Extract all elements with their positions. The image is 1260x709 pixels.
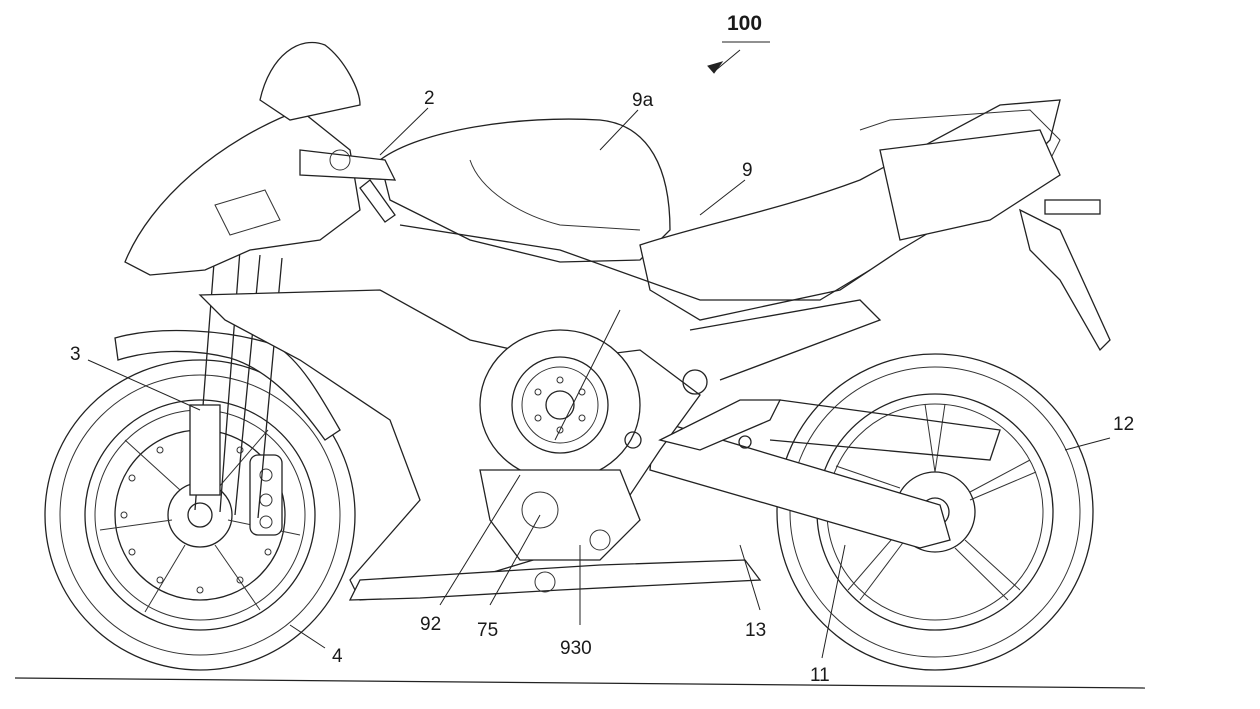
label-9: 9 bbox=[742, 160, 753, 181]
front-fender bbox=[114, 329, 341, 441]
license-bracket bbox=[1019, 208, 1111, 352]
label-4: 4 bbox=[332, 646, 343, 667]
label-100: 100 bbox=[727, 12, 762, 35]
mirror bbox=[259, 41, 361, 121]
leader-lines bbox=[87, 41, 1111, 659]
label-11: 11 bbox=[810, 665, 830, 686]
fuel-tank bbox=[379, 118, 671, 263]
headlight bbox=[214, 189, 281, 236]
label-75: 75 bbox=[477, 620, 498, 641]
label-92: 92 bbox=[420, 614, 441, 635]
label-3: 3 bbox=[70, 344, 81, 365]
frame-rail bbox=[399, 224, 871, 301]
front-fork bbox=[189, 249, 283, 519]
pivot-bolt bbox=[682, 369, 708, 395]
ground-line bbox=[14, 677, 1146, 689]
footpeg-bracket bbox=[658, 399, 782, 451]
front-fairing bbox=[124, 109, 361, 276]
label-12: 12 bbox=[1113, 414, 1134, 435]
tail-light bbox=[1044, 199, 1101, 215]
handlebar bbox=[299, 149, 397, 181]
engine-clutch bbox=[479, 329, 642, 593]
label-930: 930 bbox=[560, 638, 592, 659]
exhaust-muffler bbox=[879, 129, 1061, 241]
label-13: 13 bbox=[745, 620, 766, 641]
label-9a: 9a bbox=[632, 90, 654, 111]
label-2: 2 bbox=[424, 88, 435, 109]
